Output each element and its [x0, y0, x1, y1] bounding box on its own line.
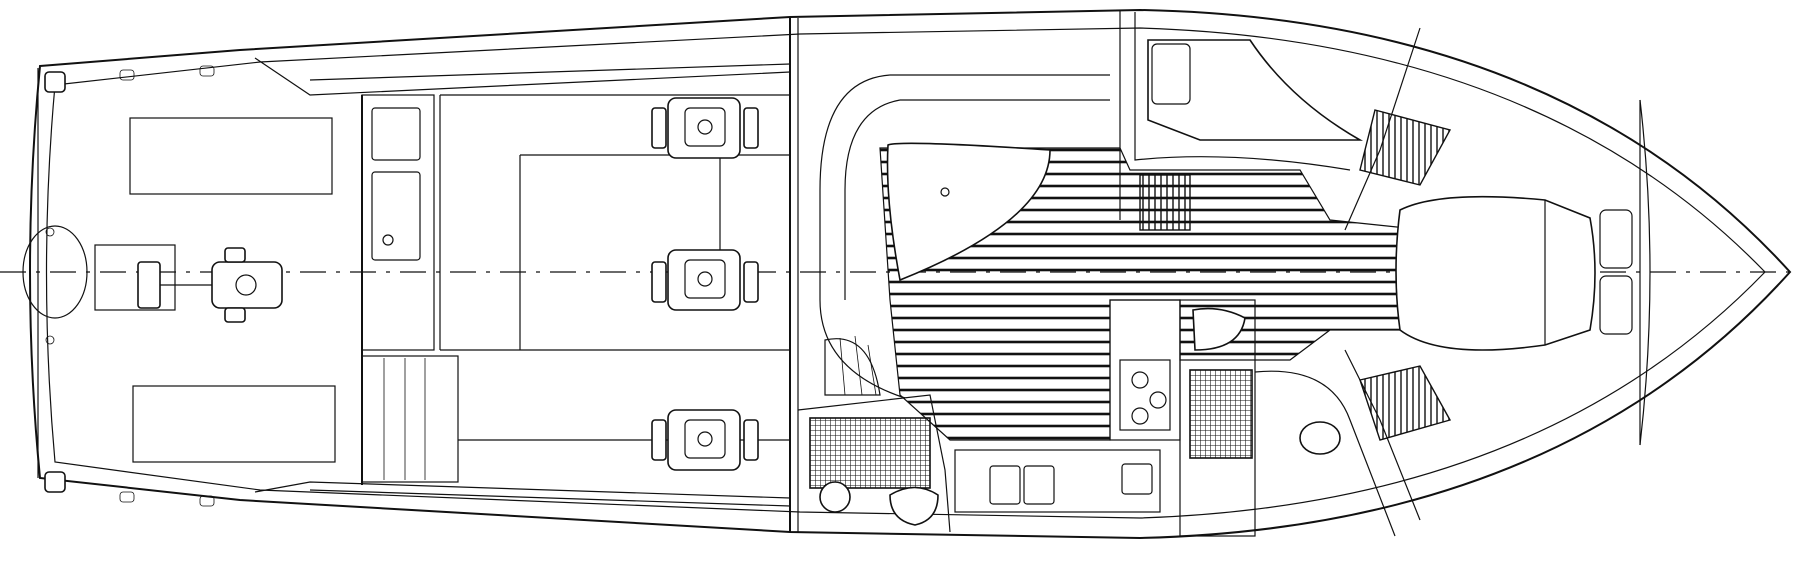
cleat-icon [44, 71, 66, 93]
galley-sink-icon [1023, 465, 1055, 505]
v-berth-pillow [1599, 275, 1633, 335]
helm-chair-icon [651, 97, 759, 159]
cleat-icon [44, 471, 66, 493]
rail-port [309, 63, 791, 81]
fighting-chair [94, 244, 283, 323]
settee [439, 94, 790, 350]
port-cabin-berth [1147, 39, 1364, 141]
toilet-icon [819, 481, 851, 513]
hanging-locker [1139, 174, 1191, 231]
burner-icon [1131, 371, 1149, 389]
sink-icon [371, 171, 421, 261]
v-berth-pillow [1599, 209, 1633, 269]
galley-counter [954, 449, 1161, 513]
hull-outline [29, 8, 1792, 540]
port-locker-grate [1359, 109, 1452, 186]
drain-icon [382, 234, 394, 246]
gunwale-port [254, 57, 791, 96]
galley-sink-icon [989, 465, 1021, 505]
vanity-sink-icon [889, 486, 939, 526]
saloon-settee-inner [844, 99, 1110, 300]
helm-chair-icon [651, 249, 759, 311]
head-compartment-wall [797, 394, 951, 533]
helm-chair-icon [651, 409, 759, 471]
gunwale-starboard [254, 481, 791, 499]
vanity-sink-icon [1299, 421, 1341, 455]
galley-stove-icon [1121, 463, 1153, 495]
saloon-sole-planking [879, 147, 1426, 441]
v-berth [1395, 195, 1596, 351]
wet-bar-console [361, 94, 435, 351]
shower-grate [1189, 369, 1253, 459]
burner-icon [1131, 407, 1149, 425]
hatch-icon [199, 495, 215, 507]
rail-starboard [309, 489, 791, 507]
table-pedestal-icon [940, 187, 950, 197]
dinette-table [886, 142, 1051, 282]
cooktop-icon [1119, 359, 1171, 431]
hatch-icon [199, 65, 215, 77]
vanity-wall [1254, 370, 1396, 537]
forepeak-bulkhead [1639, 99, 1651, 446]
port-cabin-pillow [1151, 43, 1191, 105]
companionway-steps [824, 335, 881, 396]
swim-platform-hatch [22, 225, 88, 319]
toilet-icon [1192, 307, 1246, 351]
port-cabin-wall [1119, 10, 1351, 220]
stbd-locker-grate [1359, 365, 1452, 441]
sink-icon [371, 107, 421, 161]
burner-icon [1149, 391, 1167, 409]
deck-fitting-icon [45, 227, 55, 237]
head-floor-grate [809, 417, 931, 489]
fish-box [129, 117, 333, 195]
hatch-icon [119, 491, 135, 503]
fish-box [132, 385, 336, 463]
deck-fitting-icon [45, 335, 55, 345]
hatch-icon [119, 69, 135, 81]
hull-inner-line [45, 27, 1766, 519]
forward-head-wall [1179, 299, 1256, 537]
